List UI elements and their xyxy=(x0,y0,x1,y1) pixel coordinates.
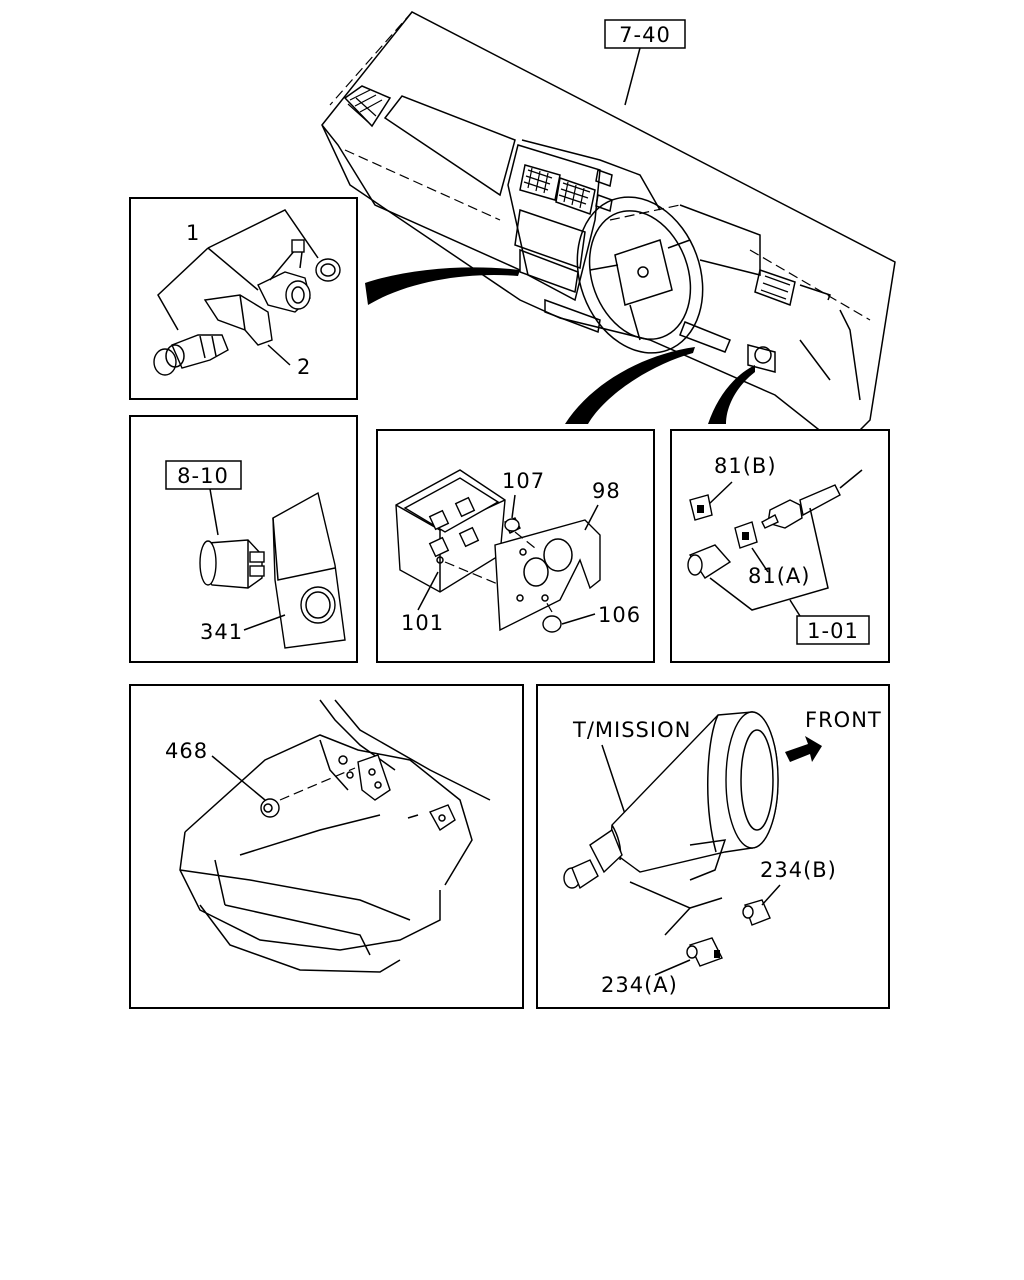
ref-1-01-label: 1-01 xyxy=(807,619,859,643)
part-341-label: 341 xyxy=(200,620,243,644)
part-468-label: 468 xyxy=(165,739,208,763)
part-2-label: 2 xyxy=(297,355,311,379)
ref-8-10-label: 8-10 xyxy=(177,464,229,488)
panel-cigar-lighter: 1 2 xyxy=(129,197,358,400)
part-101-label: 101 xyxy=(401,611,444,635)
part-234a-label: 234(A) xyxy=(601,973,678,997)
part-234b-label: 234(B) xyxy=(760,858,837,882)
part-98-label: 98 xyxy=(592,479,621,503)
part-81b-label: 81(B) xyxy=(714,454,777,478)
tmission-label: T/MISSION xyxy=(572,718,691,742)
ref-7-40-label: 7-40 xyxy=(619,23,671,47)
part-81a-label: 81(A) xyxy=(748,564,810,588)
panel-switch-341: 8-10 341 xyxy=(129,415,358,663)
panel-hood-468: 468 xyxy=(129,684,524,1009)
dashboard-illustration xyxy=(321,11,896,450)
part-107-label: 107 xyxy=(502,469,545,493)
panel-relay-bracket: 107 98 101 106 xyxy=(376,429,655,663)
ref-7-40-callout: 7-40 xyxy=(604,19,686,106)
panel-connectors-81: 81(B) 81(A) 1-01 xyxy=(670,429,890,663)
pointer-arrows xyxy=(365,267,755,424)
panel-transmission-234: T/MISSION FRONT 234(B) 234(A) xyxy=(536,684,890,1009)
part-1-label: 1 xyxy=(186,221,200,245)
front-arrow-icon xyxy=(785,736,822,762)
front-label: FRONT xyxy=(805,708,882,732)
part-106-label: 106 xyxy=(598,603,641,627)
